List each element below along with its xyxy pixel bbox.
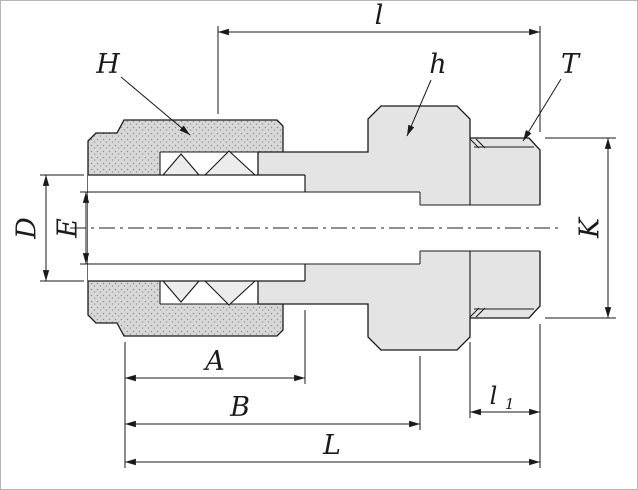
dimension-D — [40, 174, 84, 282]
nut-counterbore-lines — [159, 151, 258, 305]
label-l: l — [375, 0, 384, 31]
dimension-l — [217, 26, 541, 132]
nut-bore-cavity — [88, 152, 262, 304]
extension-lines-A — [124, 310, 306, 468]
label-E: E — [53, 218, 84, 239]
label-L: L — [322, 430, 341, 461]
tube-hole-lines — [88, 174, 306, 282]
internal-lines-group — [80, 138, 540, 318]
leader-line-T — [522, 78, 562, 142]
label-l1-base: l — [490, 382, 498, 410]
dimensions-group — [40, 26, 616, 468]
thread-runout-lines — [469, 138, 486, 318]
label-D: D — [12, 217, 43, 240]
extension-lines-K — [545, 137, 616, 319]
leader-line-h — [406, 79, 432, 137]
extension-lines-l1 — [469, 324, 541, 468]
label-K: K — [575, 216, 606, 239]
leader-line-H — [120, 76, 191, 136]
dimension-l1 — [469, 324, 541, 468]
bore-lines — [80, 191, 540, 265]
label-A: A — [202, 346, 225, 377]
label-l1: l 1 — [490, 382, 515, 413]
label-T: T — [561, 49, 581, 80]
labels-group: l H h T D E K A B l 1 L — [12, 0, 606, 461]
extension-lines-l — [217, 26, 541, 132]
label-l1-sub: 1 — [505, 395, 515, 413]
dimension-A — [124, 310, 306, 468]
dimension-B — [125, 356, 421, 430]
label-H: H — [95, 49, 120, 80]
label-B: B — [229, 392, 250, 423]
dimension-K — [545, 137, 616, 319]
label-h: h — [429, 49, 446, 80]
